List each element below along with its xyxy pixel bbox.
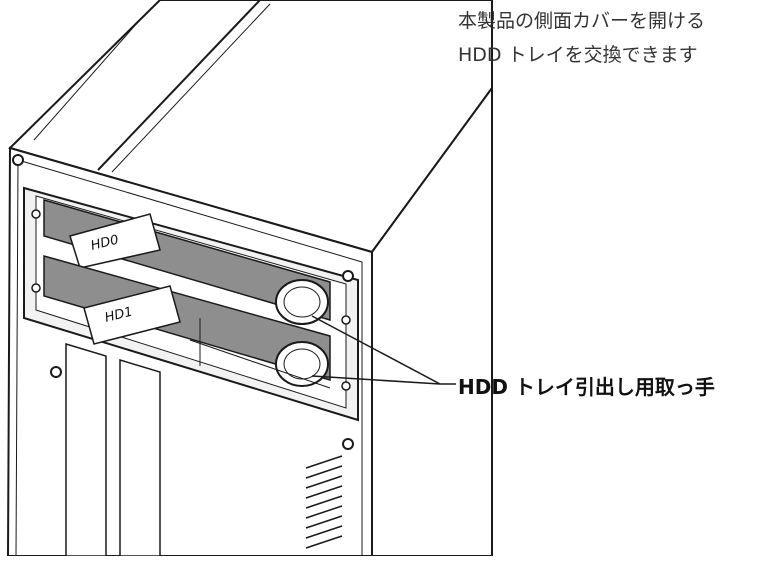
top-panel-seam: [97, 0, 261, 171]
tray-hd1-label: HD1: [103, 305, 134, 326]
tray-hd0-label-plate: [69, 213, 161, 269]
screw: [50, 366, 62, 378]
screw: [342, 270, 354, 282]
side-vents: [305, 455, 343, 549]
top-panel-edge: [33, 21, 139, 141]
tray-hd1-handle-inner: [283, 348, 321, 380]
tray-hd1: [43, 255, 331, 382]
description-line-1: 本製品の側面カバーを開ける: [458, 10, 706, 32]
front-slot: [65, 342, 107, 557]
screw: [31, 209, 41, 219]
tray-hd0-label: HD0: [89, 233, 120, 254]
screw: [31, 283, 41, 293]
screw: [342, 438, 354, 450]
callout-label: HDD トレイ引出し用取っ手: [458, 375, 715, 399]
top-panel-seam-inner: [111, 3, 271, 173]
tray-hd1-label-plate: [83, 285, 181, 345]
screw: [341, 381, 351, 391]
description-text: 本製品の側面カバーを開ける HDD トレイを交換できます: [458, 4, 782, 72]
screw: [12, 154, 24, 166]
front-slot: [119, 358, 161, 557]
description-line-2: HDD トレイを交換できます: [458, 44, 698, 66]
tray-guide-rail: [189, 339, 331, 389]
callout-line-lower: [311, 375, 441, 385]
tray-hd0-handle-inner: [283, 286, 321, 318]
callout-line-upper: [311, 315, 441, 385]
screw: [341, 315, 351, 325]
